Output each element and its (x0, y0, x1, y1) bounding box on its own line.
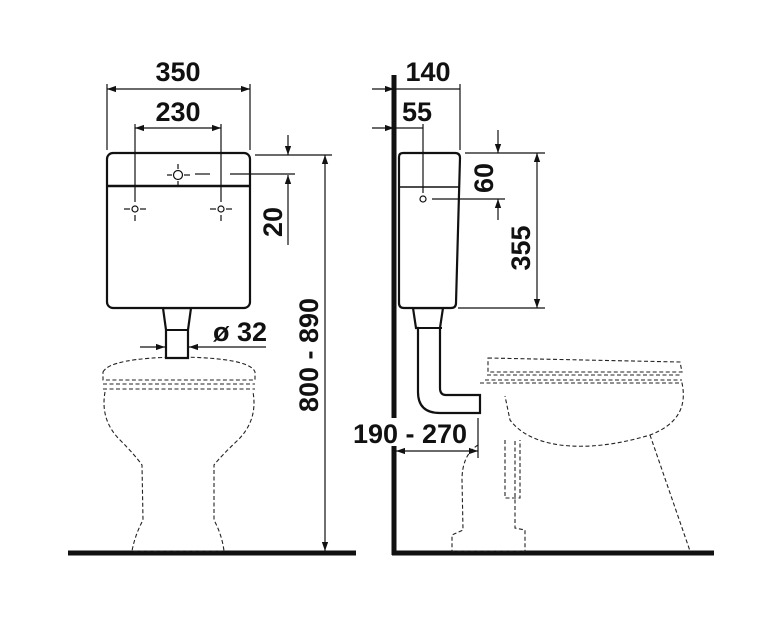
label-backdrop (345, 418, 473, 446)
dim-label-wall-distance: 190 - 270 (353, 419, 467, 449)
dim-label-hole-spacing: 230 (155, 97, 200, 127)
dim-label-depth: 140 (405, 57, 450, 87)
bowl-outline-front (102, 356, 256, 552)
front-view: 350 230 20 800 - 890 ø 32 (68, 57, 356, 556)
cistern-front (105, 151, 252, 310)
mount-hole-right (210, 205, 232, 221)
bowl-outline-side (451, 357, 691, 552)
dim-label-hole-offset: 20 (258, 207, 288, 237)
dim-label-tank-height: 355 (506, 225, 536, 270)
dim-label-width: 350 (155, 57, 200, 87)
flush-pipe-front (161, 306, 193, 360)
side-view: 140 55 60 355 190 - 270 (345, 57, 714, 556)
mount-hole-left (124, 205, 146, 221)
dim-label-height-range: 800 - 890 (294, 298, 324, 412)
dim-label-hole-depth: 55 (402, 97, 432, 127)
top-hole-marker (167, 164, 190, 185)
flush-pipe-side (411, 306, 482, 415)
dim-label-pipe-diameter: ø 32 (213, 317, 267, 347)
side-hole-marker (419, 195, 427, 203)
dim-label-hole-drop: 60 (469, 163, 499, 193)
cistern-side (397, 151, 462, 310)
